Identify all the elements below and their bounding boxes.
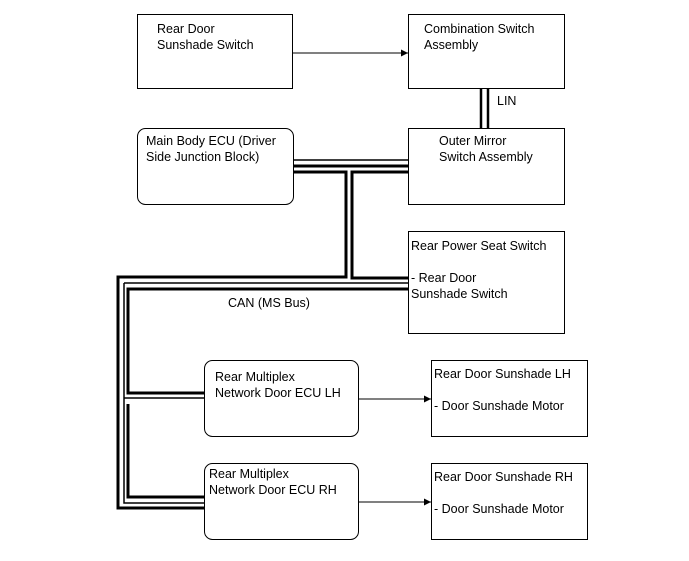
sunshade-lh-label: Rear Door Sunshade LH - Door Sunshade Mo…: [434, 367, 571, 413]
box-combination-switch: [408, 14, 565, 89]
box-sunshade-lh: [431, 360, 588, 437]
main-body-ecu-label: Main Body ECU (Driver Side Junction Bloc…: [146, 134, 276, 164]
sunshade-rh-label: Rear Door Sunshade RH - Door Sunshade Mo…: [434, 470, 573, 516]
box-rear-door-sunshade-switch: [137, 14, 293, 89]
box-rear-power-seat-switch: [408, 231, 565, 334]
box-outer-mirror-switch: [408, 128, 565, 205]
rear-door-sunshade-switch-label: Rear Door Sunshade Switch: [157, 22, 254, 52]
lin-label: LIN: [497, 94, 517, 108]
lin-bus-line: [479, 89, 490, 128]
rear-multiplex-rh-label: Rear Multiplex Network Door ECU RH: [209, 467, 337, 497]
rear-power-seat-switch-label: Rear Power Seat Switch - Rear Door Sunsh…: [411, 239, 547, 301]
outer-mirror-switch-label: Outer Mirror Switch Assembly: [439, 134, 533, 164]
rear-multiplex-lh-label: Rear Multiplex Network Door ECU LH: [215, 370, 341, 400]
can-label: CAN (MS Bus): [228, 296, 310, 310]
box-sunshade-rh: [431, 463, 588, 540]
can-bus-lines: [116, 159, 408, 510]
combination-switch-label: Combination Switch Assembly: [424, 22, 535, 52]
